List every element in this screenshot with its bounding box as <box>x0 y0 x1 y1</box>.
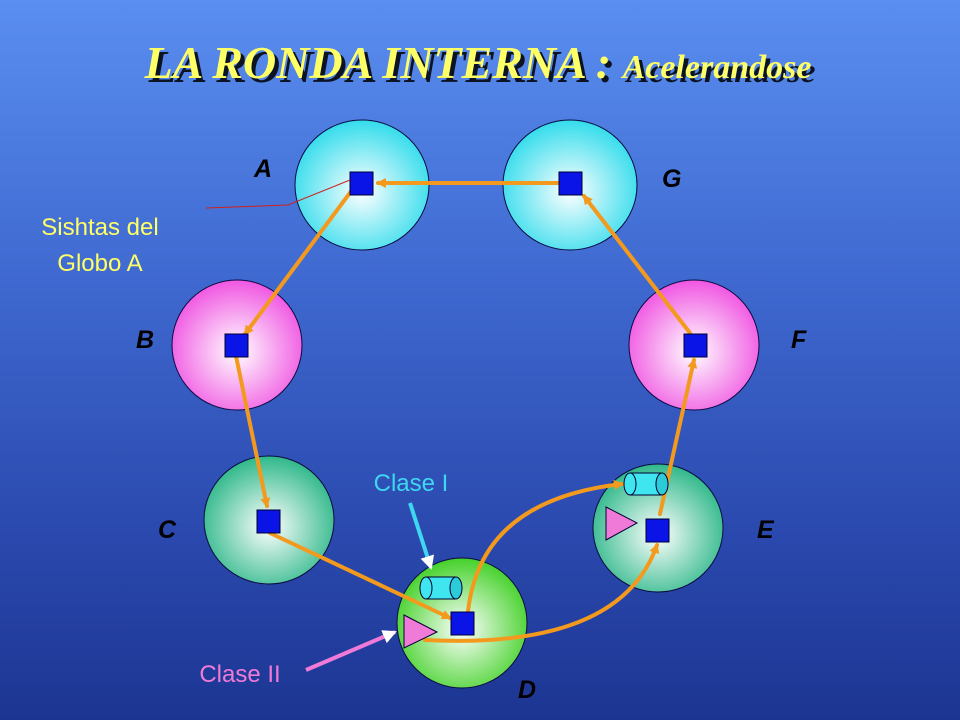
sishtas-pointer-line <box>205 179 351 209</box>
node-f <box>683 333 708 358</box>
node-a <box>349 171 374 196</box>
node-g <box>558 171 583 196</box>
globe-label-c: C <box>158 516 177 544</box>
arrow-a-to-b <box>243 188 354 336</box>
sishtas-label-line2: Globo A <box>57 250 142 277</box>
page-title: LA RONDA INTERNA : Acelerandose <box>144 37 812 88</box>
node-e <box>645 518 670 543</box>
clase-ii-label: Clase II <box>199 661 280 688</box>
triangle-icon-d <box>403 614 439 649</box>
clase-i-pointer <box>408 502 434 570</box>
globe-label-g: G <box>662 165 681 193</box>
arrow-b-to-c <box>234 354 271 508</box>
arrow-d-to-e-clase-ii <box>423 543 660 643</box>
slide-title: LA RONDA INTERNA : Acelerandose LA RONDA… <box>144 37 816 92</box>
globe-label-a: A <box>253 155 272 183</box>
clase-ii-pointer <box>305 630 397 672</box>
node-c <box>256 509 281 534</box>
node-d <box>450 611 475 636</box>
clase-i-label: Clase I <box>374 470 449 497</box>
sishtas-label-line1: Sishtas del <box>41 214 158 241</box>
cylinder-icon-e <box>623 472 669 496</box>
svg-text:LA RONDA INTERNA : Acele: LA RONDA INTERNA : Acelerandose <box>148 41 816 92</box>
triangle-icon-e <box>605 506 639 541</box>
globe-label-d: D <box>518 676 536 704</box>
arrow-f-to-g <box>582 194 692 335</box>
sishtas-annotation: Sishtas del Globo A <box>41 179 351 277</box>
arrows <box>234 178 698 643</box>
arrow-c-to-d <box>268 531 452 620</box>
globe-label-b: B <box>136 326 154 354</box>
globe-label-f: F <box>791 326 807 354</box>
arrow-d-to-e-clase-i <box>466 479 624 614</box>
node-b <box>224 333 249 358</box>
page-subtitle: Acelerandose <box>621 49 812 86</box>
globe-label-e: E <box>757 516 775 544</box>
cylinder-icon-d <box>419 576 463 600</box>
